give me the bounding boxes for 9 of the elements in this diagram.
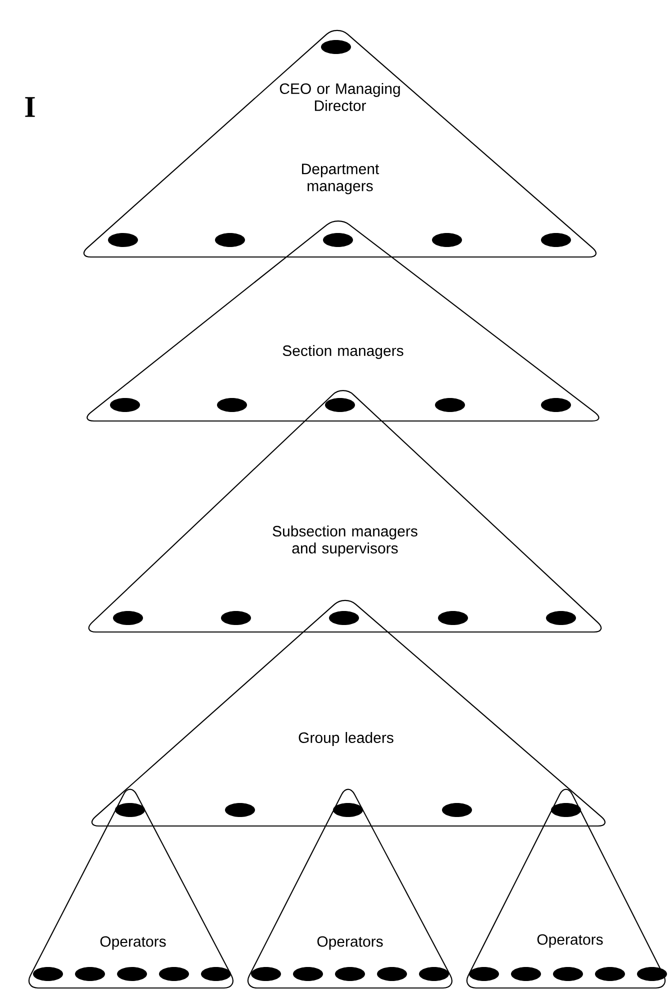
- level-label: Section managers: [282, 345, 404, 359]
- level-label: Operators: [100, 936, 166, 950]
- level-label: Operators: [537, 934, 603, 948]
- level-label: Department managers: [302, 164, 380, 194]
- level-label: Operators: [317, 936, 383, 950]
- level-label: Group leaders: [298, 732, 394, 746]
- level-label: Subsection managers and supervisors: [272, 526, 418, 556]
- figure-number: I: [25, 97, 35, 117]
- level-label: CEO or Managing Director: [280, 83, 400, 111]
